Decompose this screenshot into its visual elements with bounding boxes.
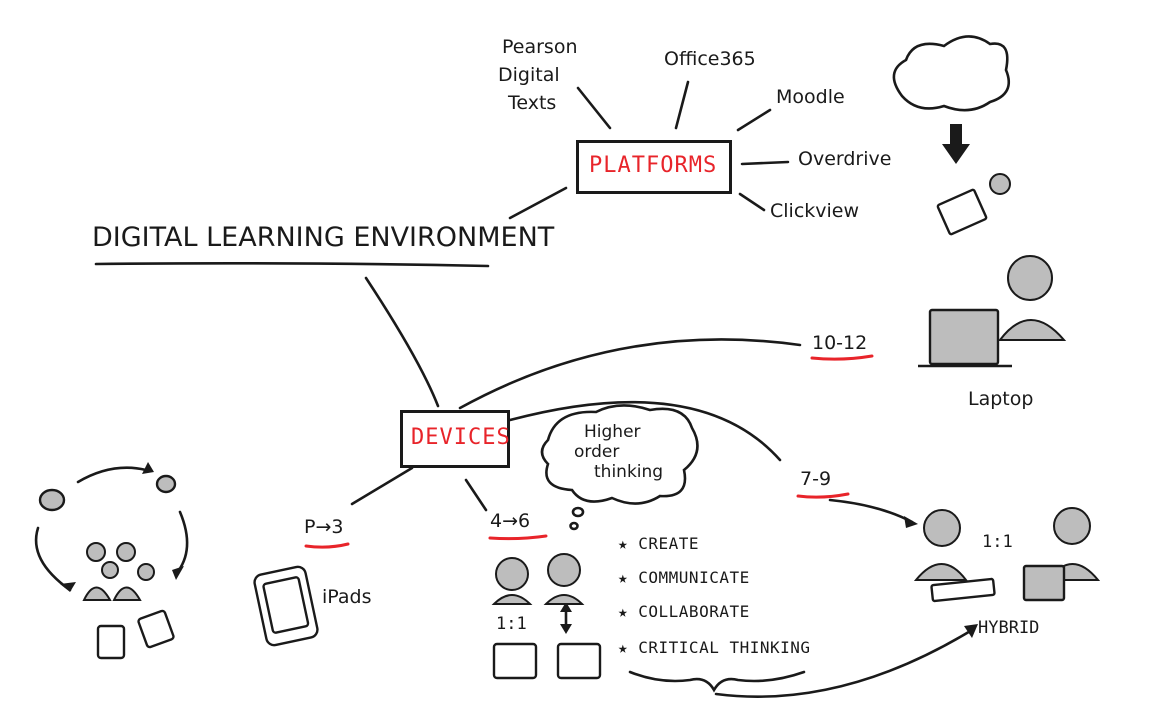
stage-label: P→3 (304, 516, 344, 538)
thought-text: order (574, 442, 620, 462)
platforms-label: PLATFORMS (589, 153, 718, 178)
diagram-title: DIGITAL LEARNING ENVIRONMENT (92, 222, 555, 253)
skill-item: ★ COLLABORATE (618, 602, 750, 621)
skill-item: ★ COMMUNICATE (618, 568, 750, 587)
one-to-one-label: 1:1 (982, 532, 1013, 552)
platform-item: Clickview (770, 200, 860, 222)
one-to-one-label: 1:1 (496, 614, 527, 634)
stage-label: 7-9 (800, 468, 832, 490)
platforms-box: PLATFORMS (576, 140, 732, 194)
stage-label: 4→6 (490, 510, 531, 532)
platform-item: Moodle (776, 86, 845, 108)
devices-label: DEVICES (411, 425, 511, 450)
thought-text: thinking (594, 462, 664, 482)
laptop-label: Laptop (968, 388, 1034, 410)
platform-item: Digital (498, 64, 560, 86)
stage-label: 10-12 (812, 332, 868, 354)
devices-box: DEVICES (400, 410, 510, 468)
platform-item: Overdrive (798, 148, 892, 170)
skill-item: ★ CREATE (618, 534, 700, 553)
hybrid-label: HYBRID (978, 618, 1040, 638)
platform-item: Texts (508, 92, 557, 114)
thought-text: Higher (584, 422, 641, 442)
ipads-label: iPads (322, 586, 372, 608)
platform-item: Office365 (664, 48, 756, 70)
skill-item: ★ CRITICAL THINKING (618, 638, 811, 657)
platform-item: Pearson (502, 36, 578, 58)
